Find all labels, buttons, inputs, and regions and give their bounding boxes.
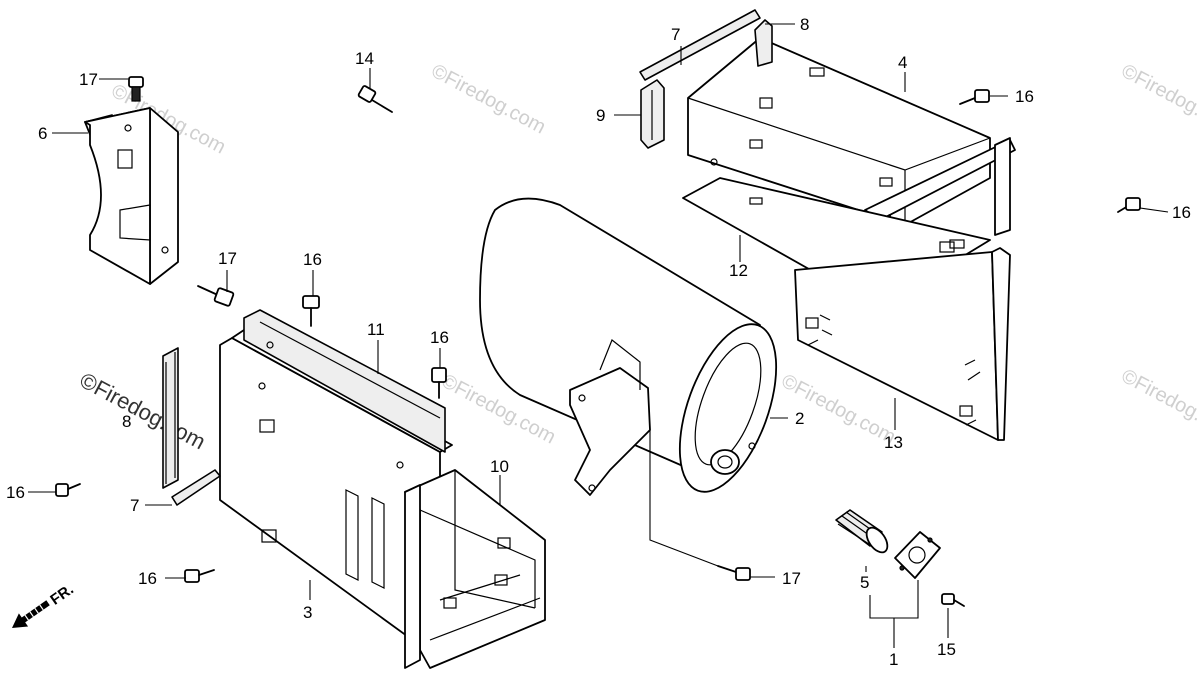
callout-5: 5 xyxy=(860,573,869,592)
front-arrow-icon xyxy=(12,600,50,628)
callout-labels: 17 6 14 17 16 11 16 8 10 7 16 16 3 7 8 9… xyxy=(6,15,1191,669)
part-7-strip-upper xyxy=(639,9,761,81)
callout-16-near-11: 16 xyxy=(303,250,322,269)
bolt-16-middle xyxy=(431,367,447,399)
callout-16-lower-left: 16 xyxy=(138,569,157,588)
part-5-spark-arrester xyxy=(835,509,889,554)
watermark: ©Firedog.com xyxy=(1118,60,1200,139)
bolt-17-upper xyxy=(128,76,144,102)
exhaust-gasket xyxy=(894,531,941,579)
callout-8-upper: 8 xyxy=(800,15,809,34)
callout-3: 3 xyxy=(303,603,312,622)
bolt-16-upper-right xyxy=(959,89,990,105)
bolt-17-mid xyxy=(197,285,235,307)
callout-1: 1 xyxy=(889,650,898,669)
part-2-muffler xyxy=(479,197,778,496)
bolt-14 xyxy=(357,85,393,113)
leader-lines xyxy=(28,23,1169,648)
callout-14: 14 xyxy=(355,49,374,68)
callout-4: 4 xyxy=(898,53,907,72)
callout-6: 6 xyxy=(38,124,47,143)
part-8-gasket-upper xyxy=(754,19,773,67)
callout-12: 12 xyxy=(729,261,748,280)
bolt-17-lower xyxy=(717,565,751,581)
bolt-16-lower-left xyxy=(184,569,215,583)
callout-11: 11 xyxy=(367,320,385,339)
callout-16-upper-right: 16 xyxy=(1015,87,1034,106)
callout-10: 10 xyxy=(490,457,509,476)
callout-15: 15 xyxy=(937,640,956,659)
watermark: ©Firedog.com xyxy=(1118,365,1200,444)
callout-17-mid: 17 xyxy=(218,249,237,268)
callout-7-upper: 7 xyxy=(671,25,680,44)
callout-13: 13 xyxy=(884,433,903,452)
part-6-front-cover xyxy=(84,107,179,285)
callout-16-right: 16 xyxy=(1172,203,1191,222)
bolt-16-right xyxy=(1117,197,1141,213)
part-9-gasket xyxy=(640,79,665,149)
callout-16-far-left: 16 xyxy=(6,483,25,502)
callout-17-upper: 17 xyxy=(79,70,98,89)
part-4-heat-shield xyxy=(687,37,1016,281)
watermark: ©Firedog.com xyxy=(76,367,210,454)
callout-16-middle: 16 xyxy=(430,328,449,347)
callout-17-lower: 17 xyxy=(782,569,801,588)
part-13-plate xyxy=(794,241,1011,441)
part-7-strip-left xyxy=(171,469,221,506)
part-8-gasket-left xyxy=(162,347,179,489)
bolt-16-far-left xyxy=(55,483,81,497)
front-label: FR. xyxy=(47,581,77,609)
front-direction-indicator: FR. xyxy=(12,581,77,628)
callout-7-left: 7 xyxy=(130,496,139,515)
callout-8-left: 8 xyxy=(122,412,131,431)
bolt-15 xyxy=(941,593,965,607)
watermark: ©Firedog.com xyxy=(428,60,549,139)
callout-9: 9 xyxy=(596,106,605,125)
callout-2: 2 xyxy=(795,409,804,428)
part-11-panel xyxy=(243,309,446,453)
part-10-bracket xyxy=(404,469,546,669)
bolt-16-left xyxy=(302,295,320,327)
